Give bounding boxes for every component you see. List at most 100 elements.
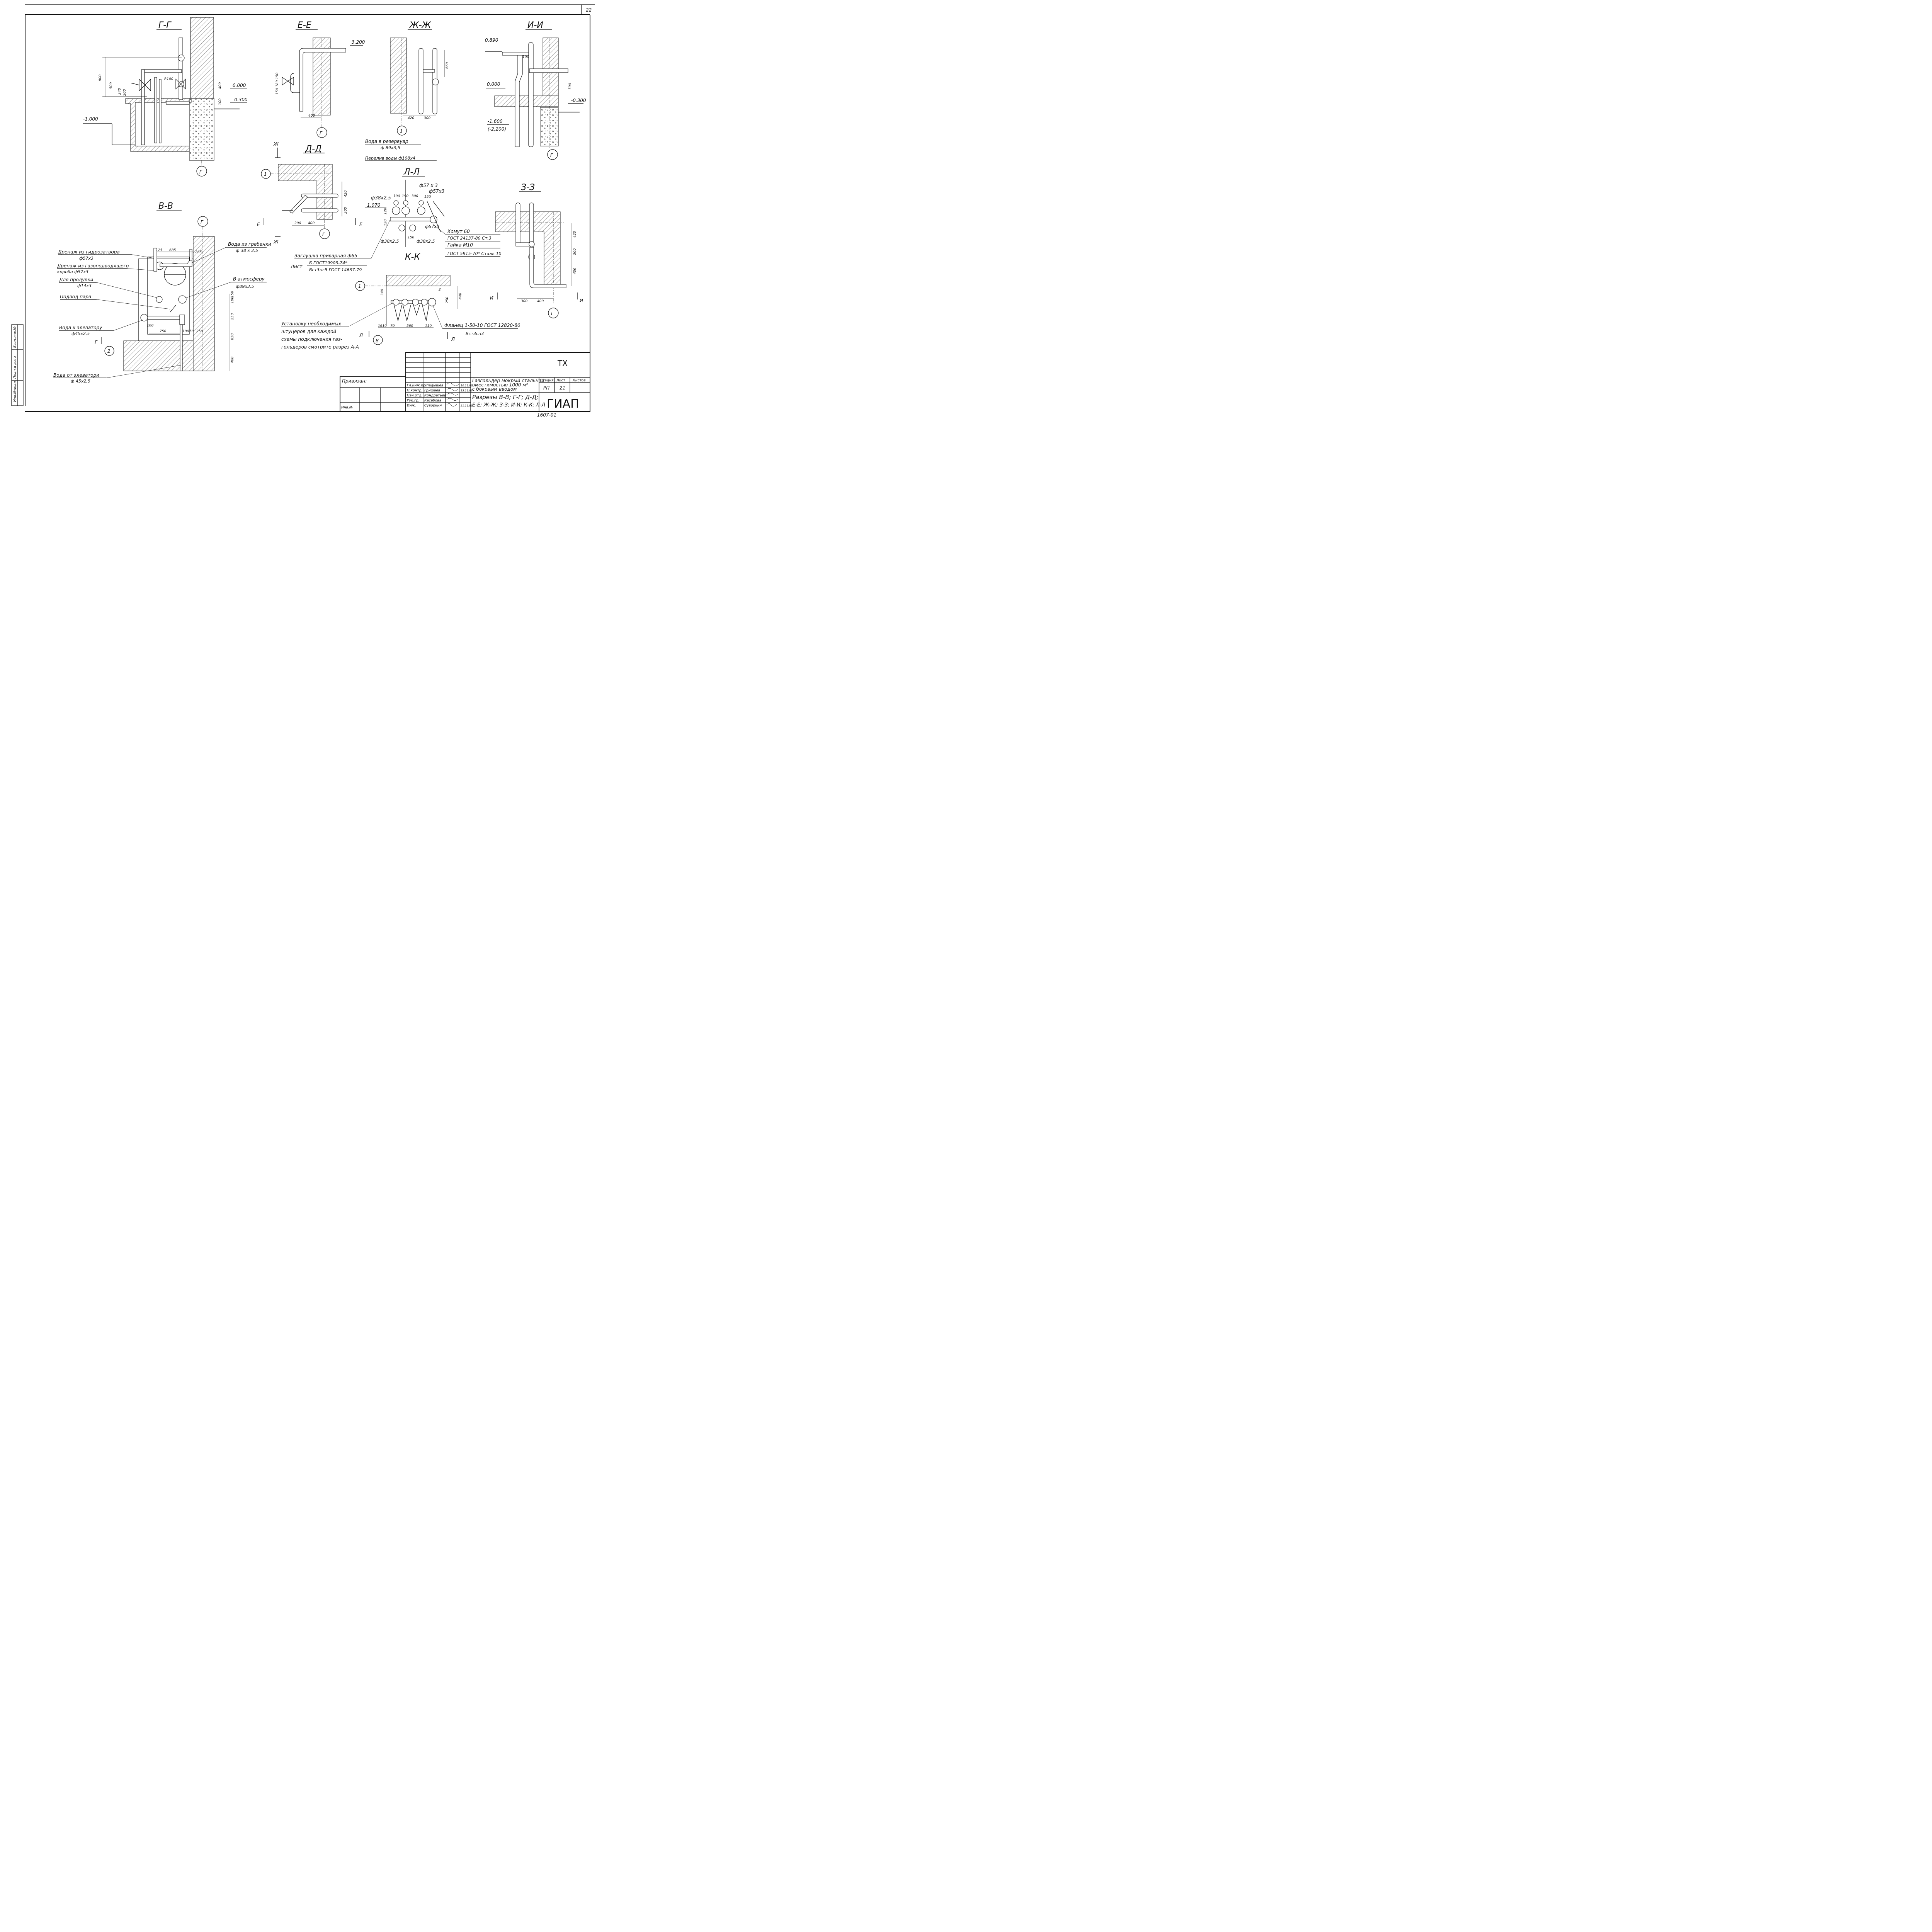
- callout-to-elevator: Вода к элеватору: [59, 325, 102, 330]
- ll-level: 1.070: [367, 202, 381, 208]
- title-sheet-title: Разрезы В-В; Г-Г; Д-Д;: [472, 394, 538, 401]
- ii-dim-100: 100: [522, 55, 529, 59]
- title-role-1: Н.контр.: [407, 389, 422, 393]
- title-role-0: Гл.инж.пр.: [407, 384, 427, 388]
- ii-level-22: (-2,200): [488, 126, 506, 132]
- section-vv-title: В-В: [158, 201, 173, 211]
- ee-axis: Г: [320, 131, 323, 136]
- dd-dim-300: 300: [344, 207, 348, 214]
- kk-valves: [393, 298, 436, 321]
- side-stamp-inv: Инв.№подл.: [13, 380, 17, 402]
- sheet-number: 22: [586, 7, 592, 13]
- callout-clamp: Хомут 60: [447, 229, 470, 234]
- gg-level-03: -0.300: [233, 97, 248, 102]
- zz-axis: Г: [551, 311, 554, 316]
- dd-dim-200: 200: [294, 221, 301, 225]
- kk-dim-2: 2: [439, 288, 441, 292]
- dd-mark-e-right: Е: [359, 222, 362, 227]
- title-name-2: Кондратьев: [424, 394, 446, 398]
- vv-dim-250b: 250: [196, 330, 203, 333]
- vv-dim-685: 685: [169, 248, 176, 252]
- section-gg: Г-Г -1.000 0.000 -0.300 800 500 240 200: [83, 17, 248, 177]
- title-bound: Привязан:: [342, 378, 367, 384]
- vv-dim-150: 150: [231, 291, 235, 298]
- ll-dim-190: 190: [402, 194, 408, 198]
- callout-plug: Заглушка приварная ф65: [294, 253, 357, 259]
- title-sheets-h: Листов: [572, 379, 586, 383]
- section-ll-title: Л-Л: [403, 167, 420, 177]
- kk-dim-250: 250: [446, 297, 449, 303]
- kk-mark-l-left: Л: [359, 333, 363, 338]
- callout-install-1: Установку необходимых: [281, 321, 342, 327]
- callout-drain-gas-2: короба ф57х3: [57, 269, 88, 274]
- ll-dim-38: ф38х2,5: [371, 195, 391, 201]
- title-stage-h: Стадия: [540, 379, 554, 383]
- drawing-sheet: 22 1607-01 Инв.№подл. Подп.и дата Взам.и…: [11, 4, 595, 418]
- ii-level-03: -0.300: [571, 98, 586, 103]
- callout-from-comb: Вода из гребенки: [228, 242, 271, 247]
- section-ee-title: Е-Е: [298, 20, 311, 30]
- section-vv: В-В Г 125 685 265 250 100 150 100 750 10…: [95, 201, 235, 371]
- zz-dim-420: 420: [573, 231, 577, 238]
- zz-dim-400b: 400: [537, 299, 544, 303]
- vv-callouts: Дренаж из гидрозатвора ф57х3 Дренаж из г…: [53, 242, 271, 384]
- signatures: [446, 383, 459, 406]
- callout-atmos: В атмосферу: [233, 276, 265, 282]
- title-sheet: 21: [560, 385, 565, 391]
- title-doc-type: ТХ: [557, 359, 568, 368]
- title-name-4: Суворкин: [424, 404, 442, 408]
- title-sheet-title-2: Е-Е; Ж-Ж; З-З; И-И; К-К; Л-Л: [472, 402, 545, 408]
- vv-mark-g: Г: [95, 340, 98, 345]
- kk-dim-560: 560: [406, 324, 413, 328]
- callout-install-2: штуцеров для каждой: [281, 329, 337, 334]
- kk-dim-1610: 1610: [378, 324, 387, 328]
- dd-dim-420: 420: [344, 190, 348, 197]
- callout-from-elevator-size: ф 45х2,5: [71, 379, 90, 384]
- ll-dim-57a: ф57 х 3: [419, 183, 438, 188]
- gg-level-0: 0.000: [233, 83, 246, 88]
- callout-drain-hydro: Дренаж из гидрозатвора: [58, 249, 120, 255]
- callout-nut-gost: ГОСТ 5915-70* Сталь 10: [447, 251, 501, 256]
- callout-drain-gas: Дренаж из газоподводящего: [57, 263, 129, 269]
- drawing-code: 1607-01: [537, 412, 556, 418]
- zhzh-note-2: ф 89х3,5: [381, 145, 400, 150]
- ll-dim-120a: 120: [384, 208, 388, 214]
- ll-dim-300: 300: [412, 194, 418, 198]
- gg-dim-800: 800: [99, 75, 102, 81]
- zz-dim-300b: 300: [521, 299, 527, 303]
- zz-dim-400: 400: [573, 268, 577, 274]
- gg-axis: Г: [199, 169, 202, 175]
- ee-dim-400: 400: [308, 114, 315, 118]
- vv-dim-100c: 100: [182, 330, 189, 333]
- ll-dim-150b: 150: [408, 236, 414, 240]
- ee-dim-150: 150 180 150: [276, 72, 279, 95]
- section-gg-title: Г-Г: [158, 20, 172, 30]
- title-name-1: Гришаев: [424, 389, 440, 393]
- vv-axis-g: Г: [201, 219, 204, 225]
- callout-steam: Подвод пара: [60, 294, 91, 299]
- vv-dim-265: 265: [195, 250, 202, 254]
- callout-flange: Фланец 1-50-10 ГОСТ 12820-80: [444, 323, 520, 328]
- ll-dim-100: 100: [393, 194, 400, 198]
- kk-dim-110: 110: [425, 324, 432, 328]
- ii-axis: Г: [550, 153, 553, 158]
- vv-dim-750: 750: [160, 330, 166, 333]
- section-ii-title: И-И: [527, 20, 543, 30]
- ll-dim-57c: ф57х3: [425, 224, 439, 229]
- dd-axis-1: 1: [264, 172, 267, 177]
- zhzh-note-3: Перелив воды ф108х4: [365, 156, 415, 161]
- vv-dim-250: 250: [231, 313, 235, 320]
- kk-mark-l-right: Л: [451, 337, 455, 342]
- gg-dim-500: 500: [109, 82, 113, 89]
- ll-dim-38c: ф38х2,5: [417, 239, 435, 244]
- title-org: ГИАП: [547, 397, 579, 411]
- ii-level-0: 0,000: [487, 82, 500, 87]
- callout-clamp-gost: ГОСТ 24137-80 Ст.3: [447, 236, 492, 241]
- dd-axis-g: Г: [322, 232, 325, 237]
- gg-dim-200: 200: [123, 89, 127, 96]
- zz-mark-i-right: И: [580, 298, 583, 303]
- section-dd-title: Д-Д: [305, 144, 321, 154]
- section-zhzh-title: Ж-Ж: [409, 20, 432, 30]
- title-project-2: вместимостью 1000 м³: [472, 382, 528, 388]
- kk-dim-340: 340: [381, 289, 384, 296]
